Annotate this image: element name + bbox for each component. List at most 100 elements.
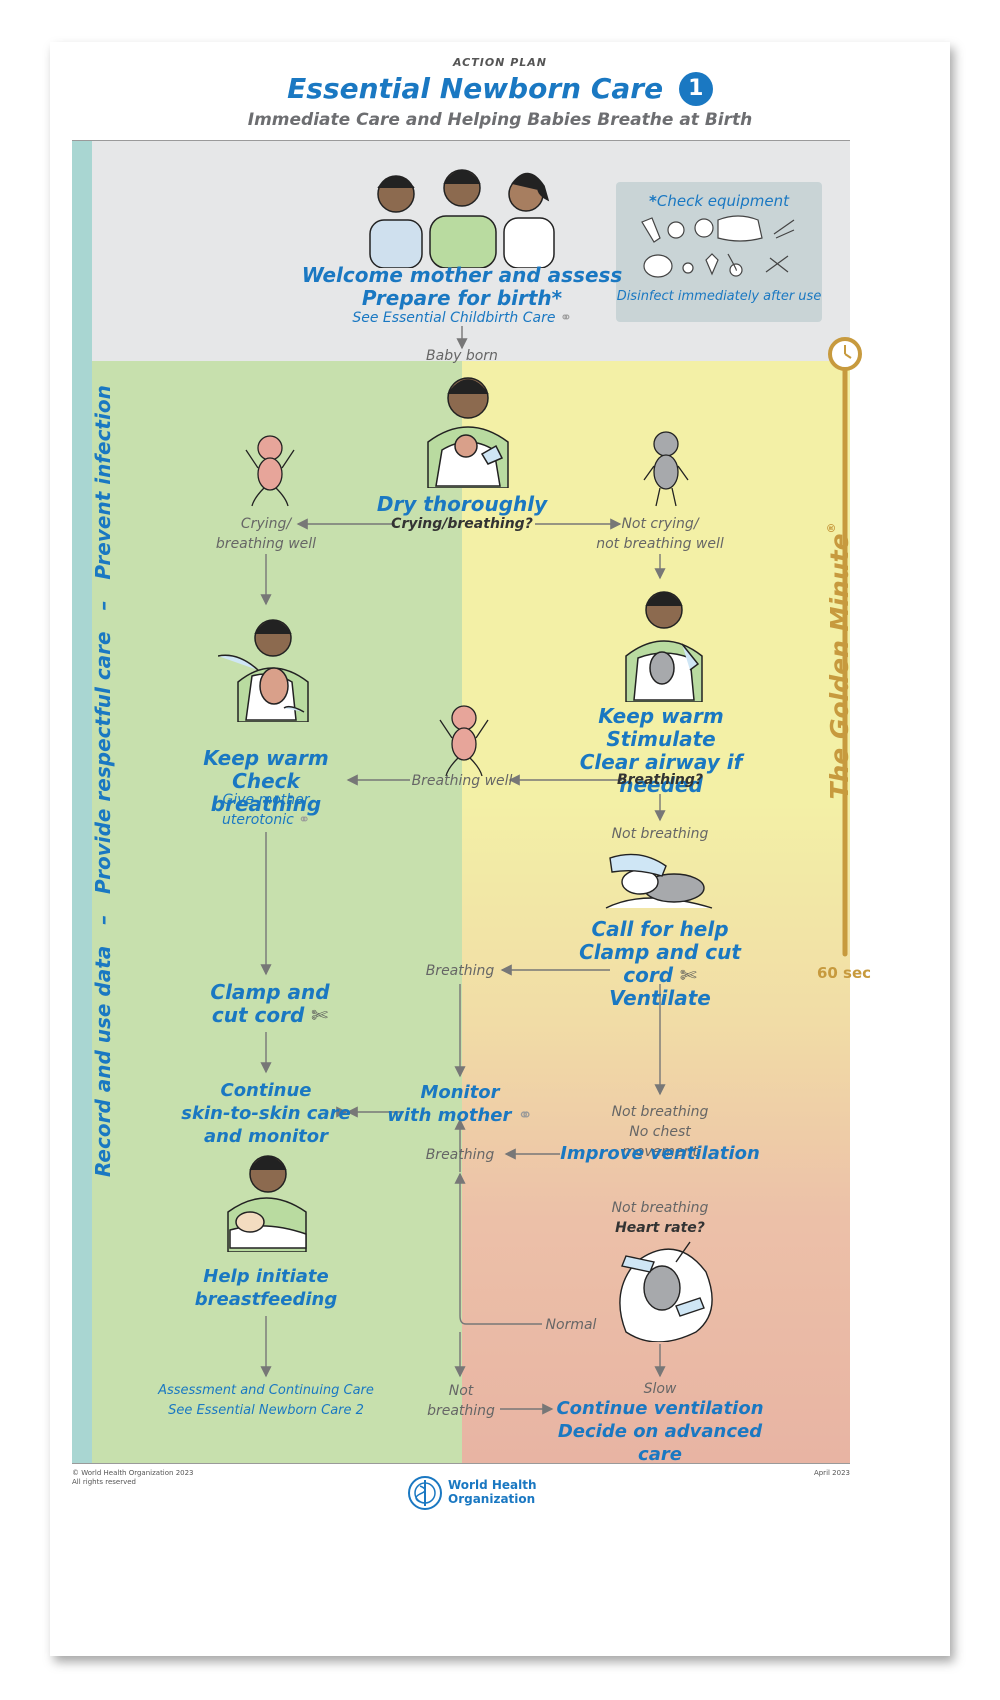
clamp-icon bbox=[765, 255, 789, 273]
not-breathing-label-2: Not breathing No chest movement bbox=[590, 1102, 730, 1162]
keep-warm-left-step: Keep warm Check breathing bbox=[174, 747, 358, 816]
glove-icon bbox=[641, 217, 661, 243]
breastfeed-line2: breastfeeding bbox=[194, 1289, 338, 1310]
normal-label: Normal bbox=[545, 1317, 597, 1333]
date-label: April 2023 bbox=[813, 1469, 850, 1477]
golden-minute-time: 60 sec bbox=[816, 964, 872, 982]
cloth-icon bbox=[717, 215, 763, 242]
continue-skin-step: Continue skin-to-skin care and monitor bbox=[170, 1079, 362, 1148]
welcome-line1: Welcome mother and assess bbox=[301, 263, 623, 287]
clamp-step: Clamp and cut cord ✄ bbox=[190, 981, 350, 1027]
call-help-line1: Call for help bbox=[591, 917, 729, 941]
copyright-line1: © World Health Organization 2023 bbox=[72, 1469, 194, 1477]
mask-icon bbox=[682, 262, 694, 274]
breathing-label-2: Breathing bbox=[425, 1147, 495, 1163]
call-for-help-step: Call for help Clamp and cut cord ✄ Venti… bbox=[560, 918, 760, 1010]
who-logo: World Health Organization bbox=[406, 1474, 546, 1514]
scissors-icon: ✄ bbox=[679, 963, 697, 987]
header-rule bbox=[72, 140, 850, 141]
stimulate-baby-illustration bbox=[625, 591, 703, 702]
breathing-baby-illustration bbox=[439, 705, 489, 777]
keep-warm-left-line1: Keep warm bbox=[203, 746, 329, 770]
assessment-line2[interactable]: See Essential Newborn Care 2 bbox=[168, 1403, 364, 1418]
give-mother-line1: Give mother bbox=[222, 792, 310, 808]
teal-band bbox=[72, 141, 92, 1463]
keep-warm-right-line2: Stimulate bbox=[606, 727, 716, 751]
poster: ACTION PLAN Essential Newborn Care 1 Imm… bbox=[50, 42, 950, 1656]
crying-no-line2: not breathing well bbox=[596, 536, 724, 552]
link-icon: ⚭ bbox=[559, 310, 572, 326]
flow-arrows bbox=[260, 326, 666, 1415]
crying-yes-line1: Crying/ bbox=[240, 516, 292, 532]
continue-line3: and monitor bbox=[203, 1126, 329, 1147]
keep-warm-left-line2: Check breathing bbox=[210, 769, 322, 816]
page-subtitle: Immediate Care and Helping Babies Breath… bbox=[247, 110, 753, 130]
crying-yes-label: Crying/ breathing well bbox=[200, 514, 332, 554]
breastfeeding-illustration bbox=[227, 1155, 307, 1252]
heart-rate-check-illustration bbox=[619, 1241, 713, 1342]
org-line2: Organization bbox=[448, 1492, 536, 1506]
ventilation-illustration bbox=[605, 853, 713, 909]
crying-no-label: Not crying/ not breathing well bbox=[590, 514, 730, 554]
assessment-line1[interactable]: Assessment and Continuing Care bbox=[158, 1383, 374, 1398]
equipment-note: Disinfect immediately after use bbox=[616, 289, 822, 304]
no-chest-line: No chest movement bbox=[622, 1124, 698, 1160]
breastfeeding-step: Help initiate breastfeeding bbox=[180, 1265, 352, 1311]
breathing-label-1: Breathing bbox=[425, 963, 495, 979]
give-mother-note: Give mother uterotonic ⚭ bbox=[196, 790, 336, 830]
dry-step: Dry thoroughly bbox=[376, 492, 548, 516]
registered-mark: ® bbox=[825, 522, 838, 534]
breathing-well-label: Breathing well bbox=[411, 773, 513, 789]
golden-minute-bar bbox=[828, 337, 862, 957]
welcome-link[interactable]: See Essential Childbirth Care ⚭ bbox=[332, 308, 592, 328]
breastfeed-line1: Help initiate bbox=[203, 1266, 329, 1287]
give-mother-line2: uterotonic bbox=[222, 812, 294, 828]
continue-ventilation-step: Continue ventilation Decide on advanced … bbox=[540, 1397, 780, 1466]
continue-line1: Continue bbox=[220, 1080, 312, 1101]
crying-baby-illustration bbox=[245, 435, 295, 507]
not-breathing-4-line1: Not bbox=[448, 1383, 474, 1399]
mother-drying-baby-illustration bbox=[427, 377, 509, 488]
keep-warm-right-line3: Clear airway if needed bbox=[579, 750, 743, 797]
link-icon: ⚭ bbox=[298, 812, 310, 828]
bottom-rule bbox=[72, 1463, 850, 1464]
welcome-family-illustration bbox=[369, 169, 555, 268]
link-icon: ⚭ bbox=[517, 1105, 533, 1126]
call-help-line2: Clamp and cut cord bbox=[579, 940, 741, 987]
welcome-link-text[interactable]: See Essential Childbirth Care bbox=[352, 310, 556, 326]
keep-warm-right-step: Keep warm Stimulate Clear airway if need… bbox=[556, 705, 766, 797]
not-breathing-3-line: Not breathing bbox=[611, 1200, 709, 1216]
action-plan-label: ACTION PLAN bbox=[452, 56, 548, 69]
baby-born-label: Baby born bbox=[426, 348, 498, 364]
scissors-icon bbox=[773, 219, 795, 239]
copyright: © World Health Organization 2023 All rig… bbox=[72, 1469, 194, 1487]
assessment-link[interactable]: Assessment and Continuing Care See Essen… bbox=[150, 1381, 382, 1421]
improve-ventilation-step: Improve ventilation bbox=[560, 1143, 760, 1164]
who-emblem-icon bbox=[408, 1476, 442, 1510]
keep-warm-right-line1: Keep warm bbox=[598, 704, 724, 728]
welcome-line2: Prepare for birth* bbox=[361, 286, 563, 310]
copyright-line2: All rights reserved bbox=[72, 1478, 136, 1486]
org-line1: World Health bbox=[448, 1478, 537, 1492]
heart-rate-question: Heart rate? bbox=[615, 1220, 705, 1236]
skin-to-skin-illustration bbox=[218, 619, 309, 722]
breathing-question: Breathing? bbox=[616, 772, 704, 788]
who-org-name: World Health Organization bbox=[448, 1478, 537, 1506]
equipment-box: *Check equipment Disinfect immediately a… bbox=[616, 182, 822, 322]
not-breathing-label-4: Not breathing bbox=[426, 1381, 496, 1421]
not-breathing-label-1: Not breathing bbox=[611, 826, 709, 842]
scissors-icon: ✄ bbox=[311, 1003, 329, 1027]
call-help-line3: Ventilate bbox=[609, 986, 711, 1010]
not-breathing-4-line2: breathing bbox=[427, 1403, 495, 1419]
clock-icon bbox=[667, 221, 685, 239]
welcome-step: Welcome mother and assess Prepare for bi… bbox=[282, 264, 642, 310]
monitor-step: Monitor with mother ⚭ bbox=[380, 1081, 540, 1127]
crying-no-line1: Not crying/ bbox=[621, 516, 699, 532]
equipment-heading: *Check equipment bbox=[649, 192, 789, 210]
monitor-line1: Monitor bbox=[420, 1082, 500, 1103]
clamp-line1: Clamp and bbox=[210, 980, 330, 1004]
bag-mask-icon bbox=[643, 254, 673, 278]
page-title: Essential Newborn Care 1 bbox=[50, 72, 950, 106]
green-zone bbox=[92, 361, 462, 1463]
continue-vent-line1: Continue ventilation bbox=[556, 1398, 764, 1419]
